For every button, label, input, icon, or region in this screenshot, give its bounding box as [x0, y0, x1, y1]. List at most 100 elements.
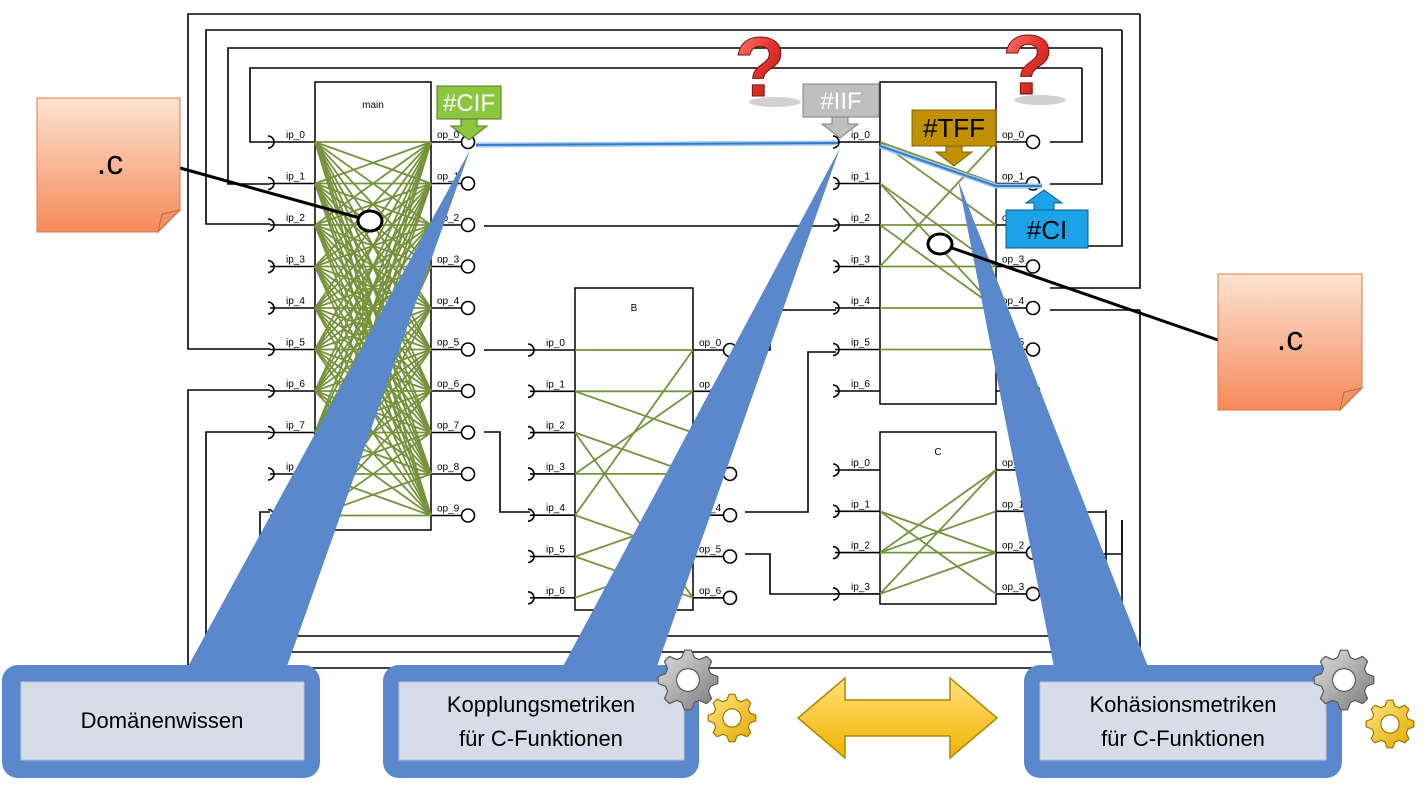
output-port — [460, 508, 476, 523]
output-port-label: op_6 — [699, 586, 722, 597]
input-port — [832, 259, 840, 274]
output-port-label: op_0 — [699, 338, 722, 349]
output-port — [460, 383, 476, 399]
input-port — [267, 467, 275, 481]
output-port — [1025, 342, 1041, 357]
internal-connection — [879, 141, 997, 268]
output-port — [460, 176, 476, 191]
gear-icons — [657, 649, 1415, 749]
input-port — [527, 467, 535, 481]
input-port-label: ip_4 — [286, 296, 305, 307]
input-port — [527, 549, 535, 564]
output-port-label: op_7 — [437, 421, 460, 432]
question-mark-icon: ? — [1002, 18, 1066, 113]
output-port-label: op_3 — [1002, 255, 1025, 266]
question-mark-1: ? — [734, 20, 785, 114]
internal-connection — [574, 349, 694, 516]
input-port-label: ip_2 — [286, 213, 305, 224]
output-port-label: op_5 — [437, 338, 460, 349]
output-port-label: op_0 — [1002, 130, 1025, 141]
internal-connection — [574, 390, 694, 434]
internal-connection — [879, 469, 997, 554]
internal-connection — [314, 141, 432, 392]
tag-tff: #TFF — [911, 109, 997, 167]
output-port-label: op_0 — [437, 130, 460, 141]
gear-icon — [657, 649, 719, 711]
input-port-label: ip_4 — [546, 503, 565, 514]
input-port — [832, 384, 840, 398]
note-right-label: .c — [1277, 320, 1303, 358]
gear-hole — [675, 667, 700, 692]
callout-domain: Domänenwissen — [2, 665, 320, 778]
ports-main: ip_0ip_1ip_2ip_3ip_4ip_5ip_6ip_7ip_8ip_9… — [267, 130, 476, 523]
input-port — [267, 342, 275, 357]
input-port — [527, 343, 535, 357]
input-port-label: ip_5 — [851, 338, 870, 349]
input-port — [527, 591, 535, 605]
input-port-label: ip_3 — [851, 255, 870, 266]
output-port — [460, 342, 476, 357]
question-mark-icon: ? — [734, 20, 801, 115]
output-port-label: op_1 — [1002, 172, 1025, 183]
input-port-label: ip_1 — [851, 172, 870, 183]
input-port — [267, 259, 275, 274]
gear-icon — [1313, 649, 1375, 711]
input-port-label: ip_5 — [286, 338, 305, 349]
input-port-label: ip_2 — [851, 213, 870, 224]
input-port-label: ip_3 — [851, 582, 870, 593]
callout-domain-label: Domänenwissen — [81, 708, 244, 733]
internal-lines-c — [879, 469, 997, 595]
highlight-path — [475, 140, 1042, 189]
input-port — [832, 218, 840, 232]
input-port-label: ip_1 — [546, 379, 565, 390]
internal-connection — [879, 141, 997, 185]
input-port — [832, 463, 840, 477]
note-right: .c — [926, 232, 1364, 412]
note-left: .c — [36, 97, 384, 234]
callout-coupling: Kopplungsmetriken für C-Funktionen — [383, 665, 699, 778]
output-port-label: op_2 — [1002, 541, 1025, 552]
output-port — [1025, 586, 1041, 602]
callout-cohesion: Kohäsionsmetriken für C-Funktionen — [1024, 665, 1342, 778]
tag-cif: #CIF — [436, 85, 502, 141]
output-port-label: op_3 — [437, 255, 460, 266]
input-port — [832, 545, 840, 560]
input-port — [267, 218, 275, 232]
output-port-label: op_0 — [1002, 458, 1025, 469]
internal-connection — [314, 141, 432, 185]
input-port — [527, 425, 535, 440]
output-port — [460, 300, 476, 316]
input-port-label: ip_1 — [851, 499, 870, 510]
double-arrow-icon — [796, 676, 999, 760]
output-port-label: op_1 — [699, 379, 722, 390]
internal-connection — [879, 469, 997, 595]
gear-hole — [1380, 714, 1400, 734]
tag-ci-label: #CI — [1027, 215, 1067, 245]
input-port-label: ip_7 — [286, 421, 305, 432]
input-port — [832, 176, 840, 191]
input-port-label: ip_0 — [286, 130, 305, 141]
output-port — [722, 549, 738, 564]
input-port — [267, 425, 275, 440]
input-port — [832, 342, 840, 357]
output-port — [460, 466, 476, 482]
internal-connection — [879, 551, 997, 595]
gear-icon — [1365, 699, 1415, 749]
callout-cohesion-line2: für C-Funktionen — [1101, 726, 1265, 751]
output-port-label: op_3 — [1002, 582, 1025, 593]
callout-coupling-line2: für C-Funktionen — [459, 726, 623, 751]
input-port-label: ip_8 — [286, 462, 305, 473]
input-port-label: ip_3 — [546, 462, 565, 473]
input-port-label: ip_0 — [851, 130, 870, 141]
input-port-label: ip_3 — [286, 255, 305, 266]
input-port-label: ip_0 — [546, 338, 565, 349]
output-port — [1025, 134, 1041, 150]
input-port — [267, 135, 275, 149]
internal-connection — [314, 141, 432, 268]
input-port-label: ip_6 — [546, 586, 565, 597]
tag-cif-label: #CIF — [443, 90, 495, 117]
callout-coupling-line1: Kopplungsmetriken — [447, 692, 635, 717]
block-main-title: main — [362, 100, 384, 111]
output-port-label: op_4 — [437, 296, 460, 307]
